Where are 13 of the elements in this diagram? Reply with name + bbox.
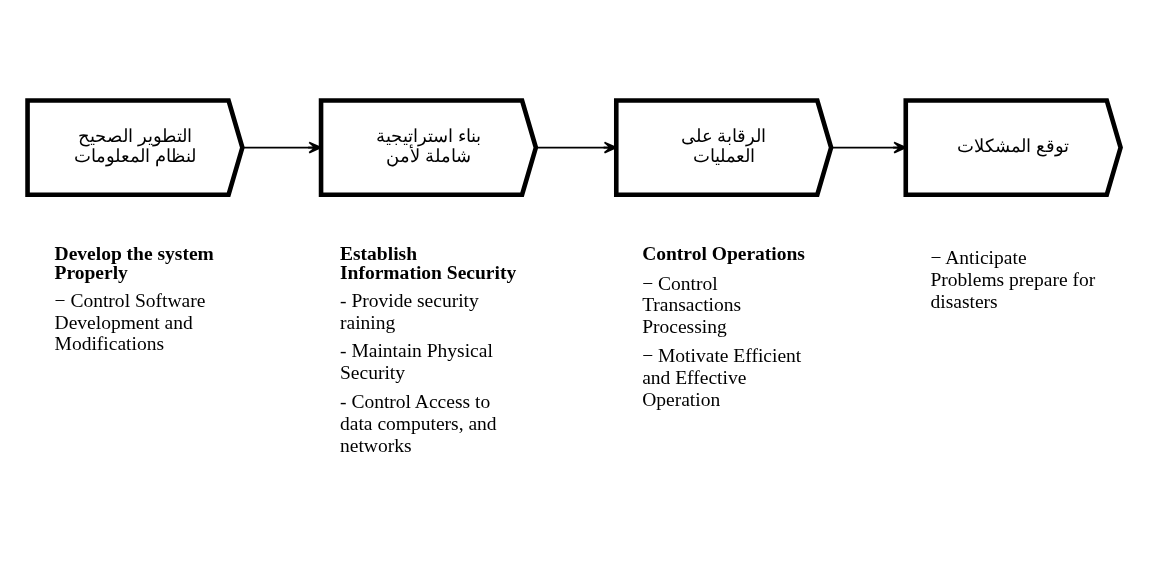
arrow [535,141,617,154]
node-label: - Provide security raining [340,289,479,333]
node-label: Develop the system Properly [54,242,214,284]
node-label: Control Operations [642,242,805,264]
node-label: − Motivate Efficient and Effective Operation [642,344,802,410]
node-label: − Control Transactions Processing [642,272,742,338]
node-label: - Control Access to data computers, and networks [340,390,497,456]
node-label: Establish Information Security [340,242,517,284]
arrow [241,141,322,154]
node-label: − Anticipate Problems prepare for disasters [930,247,1096,312]
node-label: − Control Software Development and Modifications [54,289,206,355]
arrow [830,141,907,154]
node-label: - Maintain Physical Security [340,340,493,384]
